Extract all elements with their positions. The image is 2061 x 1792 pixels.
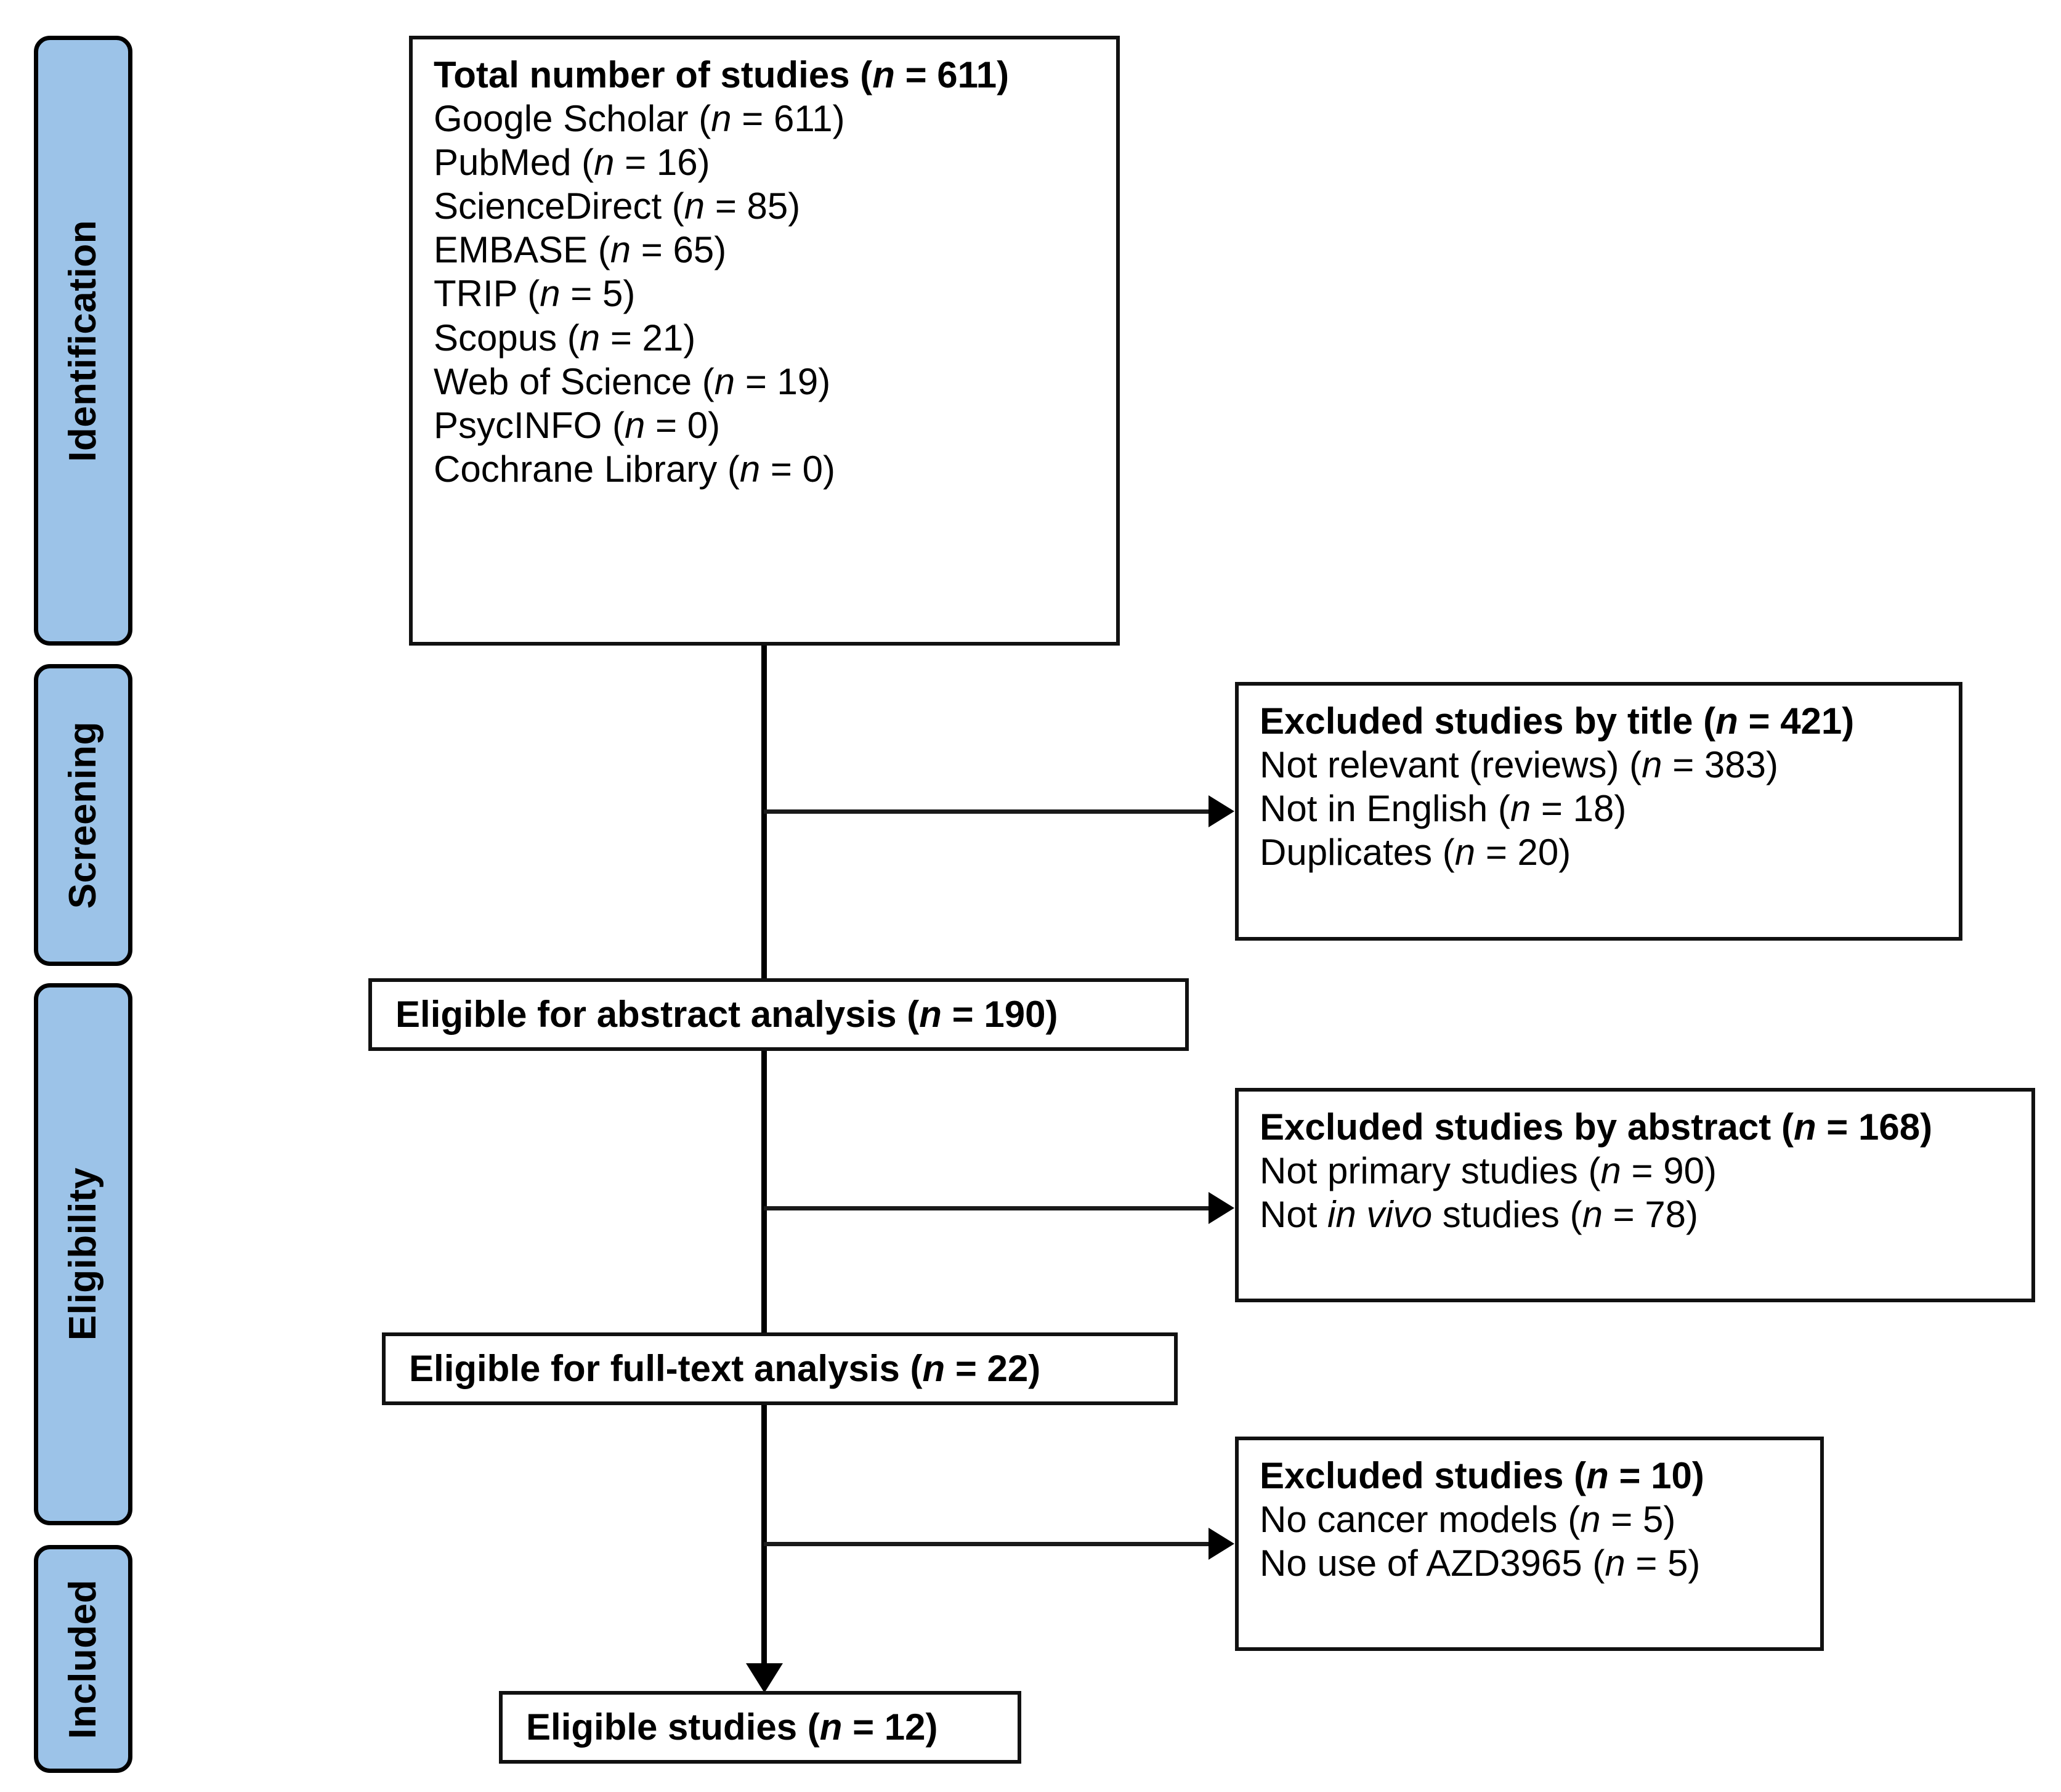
source-trip: TRIP (n = 5) bbox=[434, 273, 636, 315]
stage-pill-screening: Screening bbox=[34, 664, 132, 966]
stage-label-identification: Identification bbox=[62, 219, 104, 462]
box-excluded-by-title: Excluded studies by title (n = 421) Not … bbox=[1235, 682, 1962, 941]
source-scopus: Scopus (n = 21) bbox=[434, 317, 696, 359]
box-eligible-fulltext: Eligible for full-text analysis (n = 22) bbox=[382, 1332, 1178, 1405]
reason-not-in-vivo-studies: Not in vivo studies (n = 78) bbox=[1260, 1193, 2013, 1236]
connector-trunk-fulltext-to-final bbox=[761, 1405, 767, 1670]
arrowhead-excluded-abstract bbox=[1209, 1192, 1234, 1224]
arrowhead-excluded-title bbox=[1209, 795, 1234, 827]
source-google-scholar: Google Scholar (n = 611) bbox=[434, 98, 845, 140]
box-excluded-fulltext: Excluded studies (n = 10) No cancer mode… bbox=[1235, 1437, 1824, 1651]
box-eligible-abstract: Eligible for abstract analysis (n = 190) bbox=[368, 978, 1189, 1051]
box-eligible-abstract-heading: Eligible for abstract analysis (n = 190) bbox=[395, 994, 1058, 1036]
reason-not-in-vivo-post: studies (n = 78) bbox=[1432, 1194, 1699, 1236]
reason-no-use-of-azd3965: No use of AZD3965 (n = 5) bbox=[1260, 1543, 1701, 1584]
box-excluded-fulltext-heading: Excluded studies (n = 10) bbox=[1260, 1455, 1704, 1496]
arrowhead-eligible-studies bbox=[746, 1663, 783, 1693]
reason-duplicates: Duplicates (n = 20) bbox=[1260, 832, 1571, 874]
stage-label-screening: Screening bbox=[62, 721, 104, 909]
box-excluded-by-abstract: Excluded studies by abstract (n = 168) N… bbox=[1235, 1088, 2035, 1302]
reason-no-cancer-models: No cancer models (n = 5) bbox=[1260, 1499, 1676, 1541]
box-eligible-studies-final: Eligible studies (n = 12) bbox=[499, 1691, 1021, 1764]
connector-branch-to-excluded-title bbox=[764, 809, 1209, 814]
stage-label-eligibility: Eligibility bbox=[62, 1167, 104, 1341]
stage-pill-eligibility: Eligibility bbox=[34, 983, 132, 1525]
stage-pill-identification: Identification bbox=[34, 36, 132, 646]
reason-not-in-vivo-pre: Not bbox=[1260, 1194, 1328, 1236]
stage-label-included: Included bbox=[62, 1579, 104, 1739]
arrowhead-excluded-fulltext bbox=[1209, 1528, 1234, 1560]
source-sciencedirect: ScienceDirect (n = 85) bbox=[434, 185, 801, 227]
box-excluded-by-title-heading: Excluded studies by title (n = 421) bbox=[1260, 700, 1855, 742]
connector-branch-to-excluded-fulltext bbox=[764, 1542, 1209, 1546]
reason-not-primary-studies: Not primary studies (n = 90) bbox=[1260, 1150, 1717, 1192]
reason-not-relevant-reviews: Not relevant (reviews) (n = 383) bbox=[1260, 744, 1778, 786]
box-eligible-fulltext-heading: Eligible for full-text analysis (n = 22) bbox=[409, 1348, 1041, 1390]
reason-not-in-english: Not in English (n = 18) bbox=[1260, 788, 1627, 830]
source-psycinfo: PsycINFO (n = 0) bbox=[434, 404, 721, 446]
source-cochrane-library: Cochrane Library (n = 0) bbox=[434, 448, 835, 490]
source-web-of-science: Web of Science (n = 19) bbox=[434, 360, 831, 402]
reason-not-in-vivo-italic: in vivo bbox=[1327, 1194, 1433, 1236]
source-embase: EMBASE (n = 65) bbox=[434, 229, 727, 271]
box-excluded-by-abstract-heading: Excluded studies by abstract (n = 168) bbox=[1260, 1106, 1933, 1148]
box-eligible-studies-final-heading: Eligible studies (n = 12) bbox=[526, 1706, 938, 1748]
box-total-studies: Total number of studies (n = 611) Google… bbox=[409, 36, 1120, 646]
stage-pill-included: Included bbox=[34, 1545, 132, 1773]
box-total-studies-heading: Total number of studies (n = 611) bbox=[434, 54, 1010, 95]
connector-trunk-abstract-to-fulltext bbox=[761, 1051, 767, 1332]
connector-branch-to-excluded-abstract bbox=[764, 1206, 1209, 1210]
source-pubmed: PubMed (n = 16) bbox=[434, 142, 710, 184]
